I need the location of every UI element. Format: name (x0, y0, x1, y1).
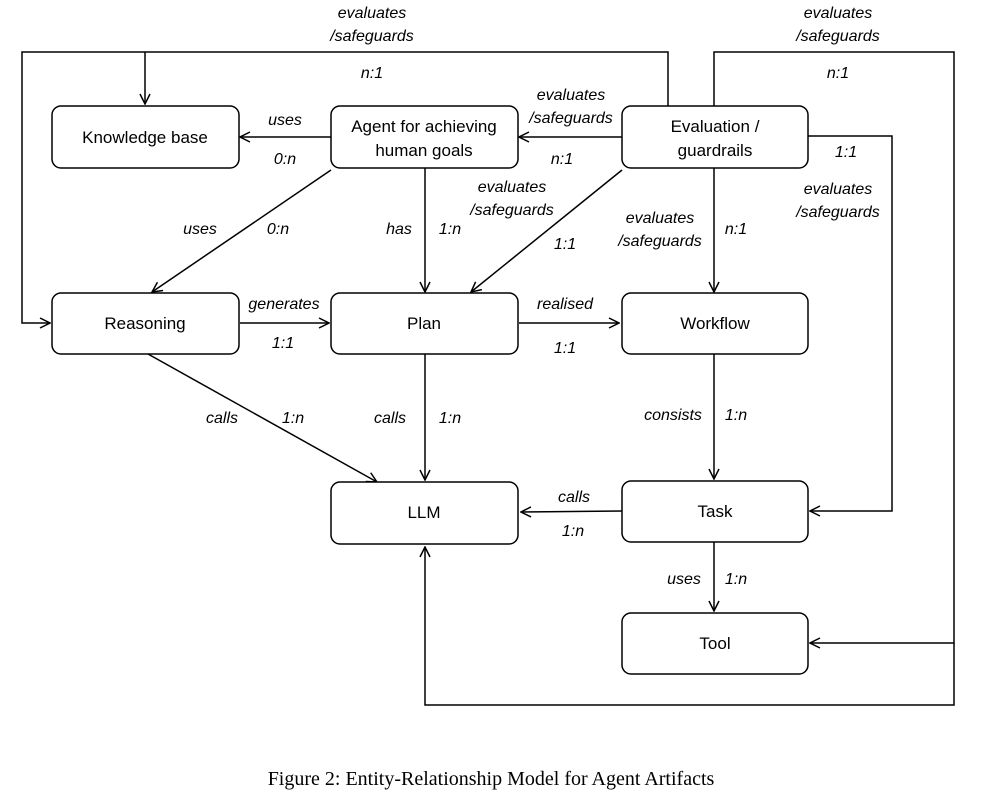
label-eval-tool-relation-2: /safeguards (795, 28, 880, 45)
label-eval-agent-relation-2: /safeguards (528, 110, 613, 127)
node-task-label: Task (698, 502, 733, 521)
label-eval-kb-cardinality: n:1 (361, 65, 383, 82)
label-eval-workflow-cardinality: n:1 (725, 221, 747, 238)
edge-evaluation-plan (471, 169, 623, 292)
label-eval-task-relation-1: evaluates (804, 181, 873, 198)
label-eval-tool-relation-1: evaluates (804, 5, 873, 22)
label-eval-agent-relation-1: evaluates (537, 87, 606, 104)
label-reasoning-llm-relation: calls (206, 410, 238, 427)
node-evaluation: Evaluation / guardrails (621, 105, 809, 169)
label-eval-task-cardinality: 1:1 (835, 144, 857, 161)
node-llm-label: LLM (407, 503, 440, 522)
label-eval-kb-relation-2: /safeguards (329, 28, 414, 45)
figure-caption: Figure 2: Entity-Relationship Model for … (267, 768, 715, 790)
label-plan-workflow-relation: realised (537, 296, 594, 313)
node-knowledge-base: Knowledge base (51, 105, 240, 169)
label-agent-reasoning-relation: uses (183, 221, 217, 238)
label-task-tool-relation: uses (667, 571, 701, 588)
label-eval-plan-relation-1: evaluates (478, 179, 547, 196)
edge-labels: evaluates /safeguards n:1 evaluates /saf… (183, 5, 880, 588)
label-workflow-task-relation: consists (644, 407, 702, 424)
er-diagram: Knowledge base Agent for achieving human… (21, 5, 955, 706)
label-task-llm-relation: calls (558, 489, 590, 506)
label-eval-kb-relation-1: evaluates (338, 5, 407, 22)
node-agent: Agent for achieving human goals (330, 105, 519, 169)
node-tool: Tool (621, 612, 809, 675)
label-plan-workflow-cardinality: 1:1 (554, 340, 576, 357)
label-task-tool-cardinality: 1:n (725, 571, 747, 588)
node-evaluation-label-line1: Evaluation / (671, 117, 760, 136)
node-knowledge-base-label: Knowledge base (82, 128, 208, 147)
node-workflow-label: Workflow (680, 314, 750, 333)
node-plan-label: Plan (407, 314, 441, 333)
node-workflow: Workflow (621, 292, 809, 355)
label-agent-kb-relation: uses (268, 112, 302, 129)
label-eval-plan-cardinality: 1:1 (554, 236, 576, 253)
node-agent-label-line2: human goals (375, 141, 472, 160)
label-eval-plan-relation-2: /safeguards (469, 202, 554, 219)
node-llm: LLM (330, 481, 519, 545)
node-agent-label-line1: Agent for achieving (351, 117, 497, 136)
node-reasoning-label: Reasoning (104, 314, 185, 333)
node-tool-label: Tool (699, 634, 730, 653)
label-task-llm-cardinality: 1:n (562, 523, 584, 540)
label-plan-llm-relation: calls (374, 410, 406, 427)
edge-task-llm (521, 511, 623, 512)
edge-agent-reasoning (152, 169, 332, 292)
edge-evaluation-knowledge-base-loop (21, 51, 669, 323)
edge-evaluation-tool-loop (713, 51, 955, 643)
label-reasoning-plan-relation: generates (248, 296, 319, 313)
label-eval-agent-cardinality: n:1 (551, 151, 573, 168)
label-workflow-task-cardinality: 1:n (725, 407, 747, 424)
edges (21, 51, 955, 706)
node-plan: Plan (330, 292, 519, 355)
label-eval-workflow-relation-2: /safeguards (617, 233, 702, 250)
node-reasoning: Reasoning (51, 292, 240, 355)
label-eval-workflow-relation-1: evaluates (626, 210, 695, 227)
label-agent-plan-relation: has (386, 221, 412, 238)
label-eval-tool-cardinality: n:1 (827, 65, 849, 82)
label-eval-task-relation-2: /safeguards (795, 204, 880, 221)
label-reasoning-plan-cardinality: 1:1 (272, 335, 294, 352)
node-evaluation-label-line2: guardrails (678, 141, 753, 160)
label-agent-plan-cardinality: 1:n (439, 221, 461, 238)
label-agent-reasoning-cardinality: 0:n (267, 221, 289, 238)
label-plan-llm-cardinality: 1:n (439, 410, 461, 427)
edge-reasoning-llm (147, 353, 377, 482)
edge-evaluation-task (808, 135, 893, 511)
label-reasoning-llm-cardinality: 1:n (282, 410, 304, 427)
edge-evaluation-llm-loop (425, 547, 955, 706)
label-agent-kb-cardinality: 0:n (274, 151, 296, 168)
node-task: Task (621, 480, 809, 543)
